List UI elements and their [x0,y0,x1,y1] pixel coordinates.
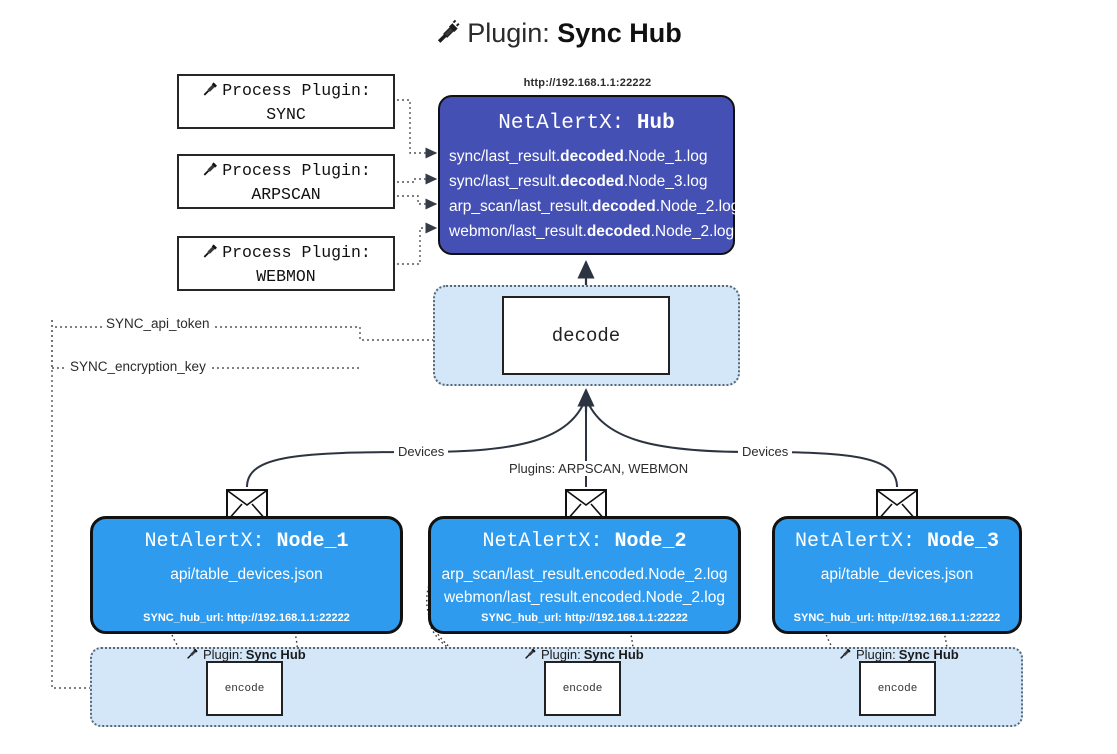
node-1[interactable]: NetAlertX: Node_1 api/table_devices.json… [90,516,403,634]
node-title-prefix: NetAlertX: [482,530,603,553]
node-log-row: api/table_devices.json [170,566,323,583]
plugin-label-prefix: Plugin: [203,646,243,662]
node-title-prefix: NetAlertX: [794,530,915,553]
plugin-label-name: Sync Hub [583,646,644,662]
plug-icon [838,645,853,663]
hub-url-label: http://192.168.1.1:22222 [523,77,652,89]
plug-icon [435,18,461,51]
sync-api-token-label: SYNC_api_token [102,316,214,331]
process-plugin-name: WEBMON [256,266,316,286]
plug-icon [185,645,200,663]
hub-title-name: Hub [636,112,675,135]
sync-hub-plugin-label-3: Plugin: Sync Hub [838,645,959,663]
node-log-row: webmon/last_result.encoded.Node_2.log [444,589,725,607]
process-plugin-sync[interactable]: Process Plugin: SYNC [177,74,395,129]
node-hub-url: SYNC_hub_url: http://192.168.1.1:22222 [793,612,1001,624]
decode-box[interactable]: decode [502,296,670,375]
plug-icon [201,78,220,103]
plugin-label-prefix: Plugin: [541,646,581,662]
sync-hub-plugin-label-2: Plugin: Sync Hub [523,645,644,663]
node-2[interactable]: NetAlertX: Node_2 arp_scan/last_result.e… [428,516,741,634]
process-plugin-label: Process Plugin: [222,161,371,181]
encode-box-3[interactable]: encode [859,661,936,716]
node-hub-url: SYNC_hub_url: http://192.168.1.1:22222 [481,612,688,624]
hub-log-row: sync/last_result.decoded.Node_3.log [449,173,708,191]
plugin-label-name: Sync Hub [898,646,959,662]
process-plugin-name: SYNC [266,104,306,124]
hub-log-row: sync/last_result.decoded.Node_1.log [449,148,708,165]
edge-label-devices-right: Devices [738,444,793,459]
page-title-name: Sync Hub [557,18,682,48]
process-plugin-arpscan[interactable]: Process Plugin: ARPSCAN [177,154,395,209]
page-title: Plugin: Sync Hub [0,18,1117,51]
plugin-label-prefix: Plugin: [856,646,896,662]
process-plugin-name: ARPSCAN [251,184,321,204]
plugin-label-name: Sync Hub [245,646,306,662]
node-log-row: api/table_devices.json [820,566,974,583]
edge-label-devices-left: Devices [394,444,449,459]
node-log-row: arp_scan/last_result.encoded.Node_2.log [441,566,728,583]
node-hub-url: SYNC_hub_url: http://192.168.1.1:22222 [143,612,350,624]
node-title-name: Node_3 [927,530,1000,553]
page-title-prefix: Plugin: [467,18,550,48]
node-title-name: Node_2 [614,530,687,553]
node-3[interactable]: NetAlertX: Node_3 api/table_devices.json… [772,516,1022,634]
encode-box-1[interactable]: encode [206,661,283,716]
node-title-name: Node_1 [276,530,349,553]
hub-log-row: arp_scan/last_result.decoded.Node_2.log [449,198,740,216]
edge-label-plugins: Plugins: ARPSCAN, WEBMON [505,461,693,476]
node-title-prefix: NetAlertX: [144,530,265,553]
hub-node[interactable]: NetAlertX: Hub sync/last_result.decoded.… [438,95,740,255]
sync-hub-plugin-label-1: Plugin: Sync Hub [185,645,306,663]
plug-icon [201,240,220,265]
hub-log-row: webmon/last_result.decoded.Node_2.log [449,223,735,241]
sync-encryption-key-label: SYNC_encryption_key [66,359,210,374]
plug-icon [523,645,538,663]
encode-box-2[interactable]: encode [544,661,621,716]
plug-icon [201,158,220,183]
process-plugin-webmon[interactable]: Process Plugin: WEBMON [177,236,395,291]
hub-title-prefix: NetAlertX: [498,112,625,135]
process-plugin-label: Process Plugin: [222,243,371,263]
process-plugin-label: Process Plugin: [222,81,371,101]
